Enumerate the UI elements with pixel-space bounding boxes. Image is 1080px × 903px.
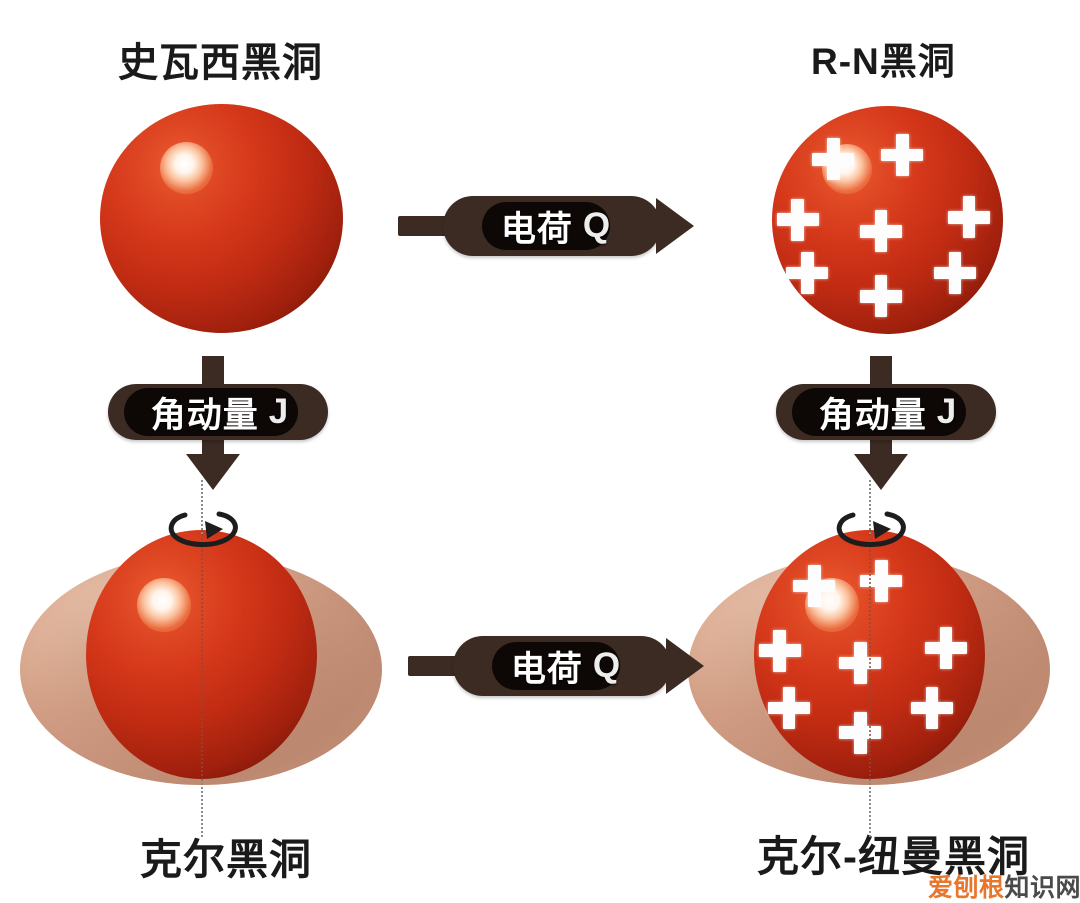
arrow-angular-momentum-j-left: 角动量 J xyxy=(108,356,328,492)
charge-plus-icon xyxy=(812,138,855,181)
charge-plus-icon xyxy=(786,252,829,295)
charge-plus-icon xyxy=(767,686,810,729)
watermark-brand: 爱刨根 xyxy=(928,874,1005,902)
rotation-axis-over-sphere xyxy=(201,530,203,780)
arrow-angular-left-label: 角动量 J xyxy=(124,388,316,436)
charge-plus-icon xyxy=(948,196,991,239)
charge-plus-icon xyxy=(793,564,836,607)
rotation-direction-arrow xyxy=(829,505,915,551)
arrow-label-text: 角动量 xyxy=(150,395,259,435)
kerr-newman-black-hole-figure xyxy=(688,530,1053,837)
charge-plus-icon xyxy=(776,198,819,241)
arrow-label-text: 电荷 xyxy=(500,209,573,249)
arrow-label-text: 电荷 xyxy=(510,649,583,689)
rotation-axis-above xyxy=(869,480,871,534)
charge-plus-icon xyxy=(881,133,924,176)
arrow-label-text: 角动量 xyxy=(818,395,927,435)
kerr-newman-charge-group xyxy=(754,530,985,779)
arrow-angular-momentum-j-right: 角动量 J xyxy=(776,356,996,492)
charge-plus-icon xyxy=(860,275,903,318)
charge-plus-icon xyxy=(911,686,954,729)
watermark-suffix: 知识网 xyxy=(1004,874,1080,902)
arrow-label-symbol: Q xyxy=(592,646,622,685)
watermark: 爱刨根知识网 xyxy=(928,868,1080,903)
arrow-charge-q-bottom: 电荷 Q xyxy=(408,630,720,702)
rotation-direction-arrow xyxy=(161,505,247,551)
charge-plus-icon xyxy=(860,559,903,602)
arrow-charge-q-top: 电荷 Q xyxy=(398,190,710,262)
arrow-head xyxy=(854,454,908,490)
arrow-label-symbol: Q xyxy=(582,206,612,245)
rn-black-hole-figure xyxy=(772,106,1010,338)
rotation-axis-over-sphere xyxy=(869,530,871,780)
arrow-label-symbol: J xyxy=(268,392,290,431)
charge-plus-icon xyxy=(924,627,967,670)
rotation-axis-below xyxy=(201,780,203,837)
specular-highlight xyxy=(160,142,213,194)
schwarzschild-black-hole-figure xyxy=(94,104,352,336)
title-rn-black-hole: R-N黑洞 xyxy=(811,41,956,82)
arrow-head-notch xyxy=(658,654,674,678)
rotation-axis-above xyxy=(201,480,203,534)
label-pill xyxy=(492,642,620,690)
schwarzschild-sphere xyxy=(100,104,343,333)
label-pill xyxy=(792,388,966,436)
charge-plus-icon xyxy=(860,210,903,253)
charge-plus-icon xyxy=(758,629,801,672)
title-kerr-black-hole: 克尔黑洞 xyxy=(140,836,313,883)
rotation-axis-below xyxy=(869,780,871,837)
label-pill xyxy=(124,388,298,436)
label-pill xyxy=(482,202,610,250)
charge-plus-icon xyxy=(839,711,882,754)
charge-plus-icon xyxy=(839,642,882,685)
kerr-black-hole-figure xyxy=(20,530,385,837)
title-schwarzschild-black-hole: 史瓦西黑洞 xyxy=(118,41,323,85)
specular-highlight xyxy=(137,578,191,632)
arrow-head xyxy=(186,454,240,490)
charge-plus-icon xyxy=(933,252,976,295)
arrow-label-symbol: J xyxy=(936,392,958,431)
arrow-charge-q-top-label: 电荷 Q xyxy=(482,202,630,250)
arrow-head-notch xyxy=(648,214,664,238)
arrow-charge-q-bottom-label: 电荷 Q xyxy=(492,642,640,690)
title-kerr-newman-black-hole: 克尔-纽曼黑洞 xyxy=(757,833,1030,880)
arrow-angular-right-label: 角动量 J xyxy=(792,388,984,436)
